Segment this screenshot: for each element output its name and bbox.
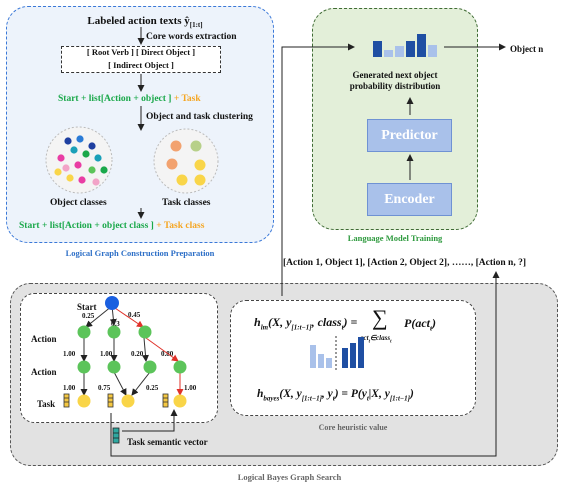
lm-caption: Language Model Training (347, 233, 443, 243)
task-semantic-vector-icon (112, 427, 120, 444)
action-node (173, 360, 187, 374)
core-words-label: Core words extraction (146, 32, 237, 42)
search-caption: Logical Bayes Graph Search (237, 472, 342, 482)
distribution-label-line2: probability distribution (349, 81, 441, 91)
task-vector-label: Task semantic vector (127, 437, 208, 447)
weight-low-2: 0.75 (98, 384, 111, 392)
lm-heuristic-formula: hlm(X, y[1:t−1], classt) = (254, 315, 358, 332)
roles-line2: [ Indirect Object ] (108, 60, 174, 70)
summation-symbol: ∑ (372, 305, 388, 330)
clustering-label: Object and task clustering (146, 112, 253, 122)
weight-low-3: 0.25 (146, 384, 159, 392)
object-cluster (45, 126, 113, 194)
task-node (121, 394, 135, 408)
prep-title: Labeled action texts ŷ[1:t] (87, 15, 203, 30)
task-vector-icon (63, 393, 169, 408)
weight-start-3: 0.45 (128, 311, 141, 319)
action-node (77, 360, 91, 374)
action-node (107, 325, 121, 339)
weight-low-4: 1.00 (184, 384, 197, 392)
prep-caption: Logical Graph Construction Preparation (65, 248, 215, 258)
weight-mid-1: 1.00 (63, 350, 76, 358)
arrow-vector-to-task (122, 409, 178, 432)
object-classes-label: Object classes (50, 198, 107, 208)
encoder-block: Encoder (367, 183, 452, 216)
bayes-heuristic-formula: hbayes(X, y[1:t−1], yt) = P(yt|X, y[1:t−… (257, 388, 414, 403)
probability-bars-top (373, 34, 437, 57)
task-label: Task (37, 399, 56, 409)
weight-low-1: 1.00 (63, 384, 76, 392)
tree-edges (80, 305, 184, 396)
action-label-1: Action (31, 334, 57, 344)
task-node (77, 394, 91, 408)
task-cluster (153, 128, 219, 194)
lm-input-sequence: [Action 1, Object 1], [Action 2, Object … (283, 258, 526, 268)
distribution-label-line1: Generated next object (352, 70, 438, 80)
class-sequence-template: Start + list[Action + object class ] + T… (19, 221, 205, 231)
start-node (105, 296, 119, 310)
task-classes-label: Task classes (162, 198, 211, 208)
weight-mid-2: 1.00 (100, 350, 113, 358)
weight-mid-3: 0.20 (131, 350, 144, 358)
output-object-label: Object n (510, 44, 544, 54)
summation-index: actt∈classt (360, 334, 392, 345)
action-node (138, 325, 152, 339)
action-node (77, 325, 91, 339)
sequence-template: Start + list[Action + object ] + Task (58, 94, 201, 104)
action-node (107, 360, 121, 374)
task-node (173, 394, 187, 408)
action-node (143, 360, 157, 374)
start-label: Start (77, 302, 97, 312)
arrow-prep-to-lm (281, 43, 355, 296)
action-label-2: Action (31, 367, 57, 377)
roles-line1: [ Root Verb ] [ Direct Object ] (86, 47, 196, 57)
lm-heuristic-rhs: P(actt) (404, 316, 436, 333)
probability-bars-heuristic (310, 336, 364, 372)
arrow-search-to-lm (110, 271, 500, 457)
weight-start-1: 0.25 (82, 312, 95, 320)
syntactic-roles-box (61, 46, 221, 73)
weight-mid-4: 0.80 (161, 350, 174, 358)
heuristic-caption: Core heuristic value (318, 423, 388, 432)
predictor-block: Predictor (367, 119, 452, 152)
